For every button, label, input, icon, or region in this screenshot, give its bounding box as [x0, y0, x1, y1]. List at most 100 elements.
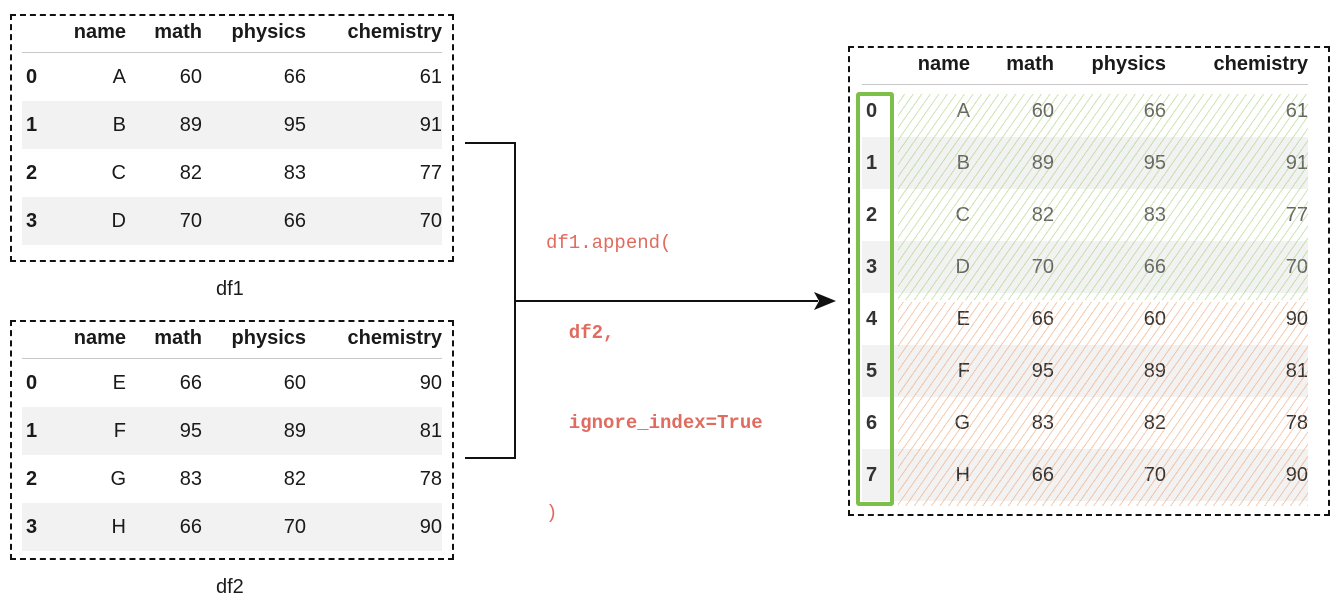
table-cell: 70	[306, 197, 442, 245]
table-cell: 89	[202, 407, 306, 455]
row-index: 2	[866, 203, 878, 226]
table-cell: 78	[419, 467, 442, 490]
df2-column-header	[22, 318, 56, 359]
table-cell: 60	[1143, 307, 1166, 330]
table-cell: 95	[1054, 137, 1166, 189]
row-index: 2	[26, 467, 38, 490]
table-cell: 89	[126, 101, 202, 149]
row-index: 3	[22, 503, 56, 551]
df2-column-header: math	[154, 326, 202, 349]
append-code: df1.append( df2, ignore_index=True )	[546, 168, 763, 558]
table-cell: 82	[179, 161, 202, 184]
table-cell: 66	[970, 449, 1054, 501]
table-cell: 82	[1031, 203, 1054, 226]
table-cell: 70	[970, 241, 1054, 293]
table-cell: 90	[1285, 307, 1308, 330]
table-cell: 95	[202, 101, 306, 149]
arrow-shaft	[514, 300, 818, 302]
table-cell: 83	[283, 161, 306, 184]
df1-column-header: math	[154, 20, 202, 43]
table-cell: 66	[179, 371, 202, 394]
table-cell: 91	[306, 101, 442, 149]
table-cell: 60	[283, 371, 306, 394]
code-line-1: df1.append(	[546, 232, 672, 254]
table-cell: 78	[1285, 411, 1308, 434]
table-cell: 77	[1285, 203, 1308, 226]
table-cell: A	[956, 99, 970, 122]
table-cell: 66	[126, 503, 202, 551]
result-column-header: name	[917, 52, 970, 75]
df2-column-header: chemistry	[347, 326, 443, 349]
df2-connector-line	[465, 457, 515, 459]
result-column-header: chemistry	[1213, 52, 1309, 75]
table-cell: 81	[306, 407, 442, 455]
result-column-header	[862, 44, 896, 85]
table-cell: 66	[202, 197, 306, 245]
table-cell: 83	[1031, 411, 1054, 434]
code-line-4: )	[546, 502, 558, 524]
table-cell: 95	[126, 407, 202, 455]
df1-column-header: physics	[231, 20, 306, 43]
table-row: 4 E 66 60 90	[862, 293, 1308, 345]
table-cell: C	[955, 203, 970, 226]
df1-connector-line	[465, 142, 515, 144]
table-cell: 90	[306, 503, 442, 551]
table-cell: 82	[1143, 411, 1166, 434]
result-column-header: physics	[1091, 52, 1166, 75]
table-cell: 77	[419, 161, 442, 184]
table-cell: 82	[283, 467, 306, 490]
table-cell: 60	[1031, 99, 1054, 122]
table-cell: 66	[1054, 241, 1166, 293]
table-cell: H	[56, 503, 126, 551]
table-cell: 70	[202, 503, 306, 551]
table-cell: E	[956, 307, 970, 330]
table-cell: 90	[419, 371, 442, 394]
table-cell: 66	[1031, 307, 1054, 330]
row-index: 0	[866, 99, 878, 122]
table-cell: 81	[1166, 345, 1308, 397]
table-cell: D	[896, 241, 970, 293]
table-cell: F	[56, 407, 126, 455]
table-cell: H	[896, 449, 970, 501]
table-cell: 70	[126, 197, 202, 245]
row-index: 6	[866, 411, 878, 434]
table-cell: B	[56, 101, 126, 149]
arrow-head-icon	[814, 292, 836, 310]
table-cell: 83	[1143, 203, 1166, 226]
table-cell: A	[112, 65, 126, 88]
table-cell: D	[56, 197, 126, 245]
table-cell: 83	[179, 467, 202, 490]
table-cell: 66	[1143, 99, 1166, 122]
df1-column-header: chemistry	[347, 20, 443, 43]
table-cell: 89	[1054, 345, 1166, 397]
table-cell: 89	[970, 137, 1054, 189]
row-index: 0	[26, 371, 38, 394]
result-column-header: math	[1006, 52, 1054, 75]
new-index-highlight	[856, 92, 894, 506]
row-index: 1	[22, 407, 56, 455]
row-index: 2	[26, 161, 38, 184]
df2-column-header: name	[73, 326, 126, 349]
table-cell: 60	[179, 65, 202, 88]
code-line-3: ignore_index=True	[546, 412, 763, 434]
table-cell: 70	[1054, 449, 1166, 501]
row-index: 4	[866, 307, 878, 330]
df2-column-header: physics	[231, 326, 306, 349]
table-cell: E	[112, 371, 126, 394]
table-cell: F	[896, 345, 970, 397]
df1-caption: df1	[216, 278, 244, 300]
table-cell: 91	[1166, 137, 1308, 189]
df2-caption: df2	[216, 576, 244, 598]
